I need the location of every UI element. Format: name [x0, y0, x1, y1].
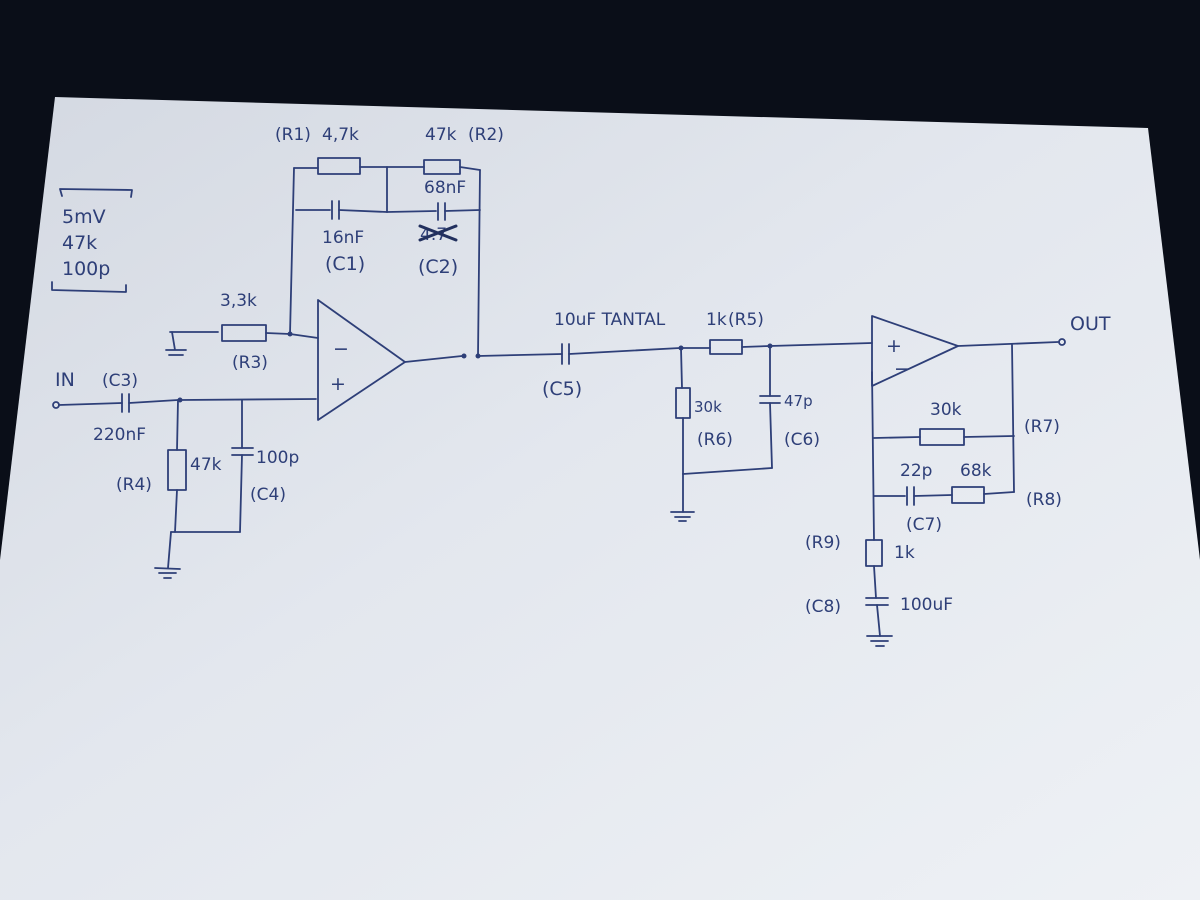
output-label: OUT [1070, 313, 1111, 335]
source-impedance-label: 47k [62, 232, 97, 254]
opamp-stage1: − + [317, 299, 481, 421]
r3-ref: (R3) [232, 353, 268, 373]
c2-value: 68nF [424, 178, 466, 198]
c3-ref: (C3) [102, 371, 138, 391]
source-voltage-label: 5mV [62, 206, 106, 228]
r6-ref: (R6) [697, 430, 733, 450]
r2-ref: (R2) [468, 125, 504, 145]
r4-value: 47k [190, 455, 222, 475]
source-capacitance-label: 100p [62, 258, 110, 280]
input-section: IN (C3) 220nF 47k (R4) 100p (C4) [52, 369, 317, 579]
r9-value: 1k [894, 543, 915, 563]
opamp1-minus: − [333, 338, 349, 360]
stage2-feedback: 30k (R7) 22p 68k (C7) (R8) 1k (R9) 100uF… [805, 343, 1062, 647]
r8-ref: (R8) [1026, 490, 1062, 510]
r6-value: 30k [694, 398, 722, 416]
coupling-c5: 10uF TANTAL (C5) [477, 310, 681, 400]
opamp-stage2: + − OUT [871, 313, 1111, 387]
r3-network: 3,3k (R3) [165, 291, 319, 373]
r4-ref: (R4) [116, 475, 152, 495]
c2-ref: (C2) [418, 256, 458, 278]
opamp1-plus: + [330, 373, 346, 395]
r2-value: 47k [425, 125, 457, 145]
c1-value: 16nF [322, 228, 364, 248]
c4-ref: (C4) [250, 485, 286, 505]
opamp2-plus: + [886, 335, 902, 357]
c5-value: 10uF TANTAL [554, 310, 666, 330]
c8-value: 100uF [900, 595, 953, 615]
c1-ref: (C1) [325, 253, 365, 275]
r1-ref: (R1) [275, 125, 311, 145]
output-terminal [1058, 338, 1066, 346]
r9-ref: (R9) [805, 533, 841, 553]
c6-ref: (C6) [784, 430, 820, 450]
c4-value: 100p [256, 448, 299, 468]
r1-value: 4,7k [322, 125, 359, 145]
filter-network: 1k (R5) 30k (R6) 47p (C6) [670, 310, 873, 522]
paper-sheet [0, 97, 1200, 900]
r5-ref: (R5) [728, 310, 764, 330]
c8-ref: (C8) [805, 597, 841, 617]
r8-value: 68k [960, 461, 992, 481]
input-label: IN [55, 369, 75, 391]
c5-ref: (C5) [542, 378, 582, 400]
c7-ref: (C7) [906, 515, 942, 535]
opamp2-minus: − [894, 358, 910, 380]
c6-value: 47p [784, 392, 813, 410]
r5-value: 1k [706, 310, 727, 330]
c7-value: 22p [900, 461, 932, 481]
r7-value: 30k [930, 400, 962, 420]
r3-value: 3,3k [220, 291, 257, 311]
stage1-feedback: 4.7 (R1) 4,7k 47k (R2) 68nF 16nF (C1) (C… [275, 125, 504, 357]
r7-ref: (R7) [1024, 417, 1060, 437]
c3-value: 220nF [93, 425, 146, 445]
source-spec-box: 5mV 47k 100p [51, 188, 133, 293]
